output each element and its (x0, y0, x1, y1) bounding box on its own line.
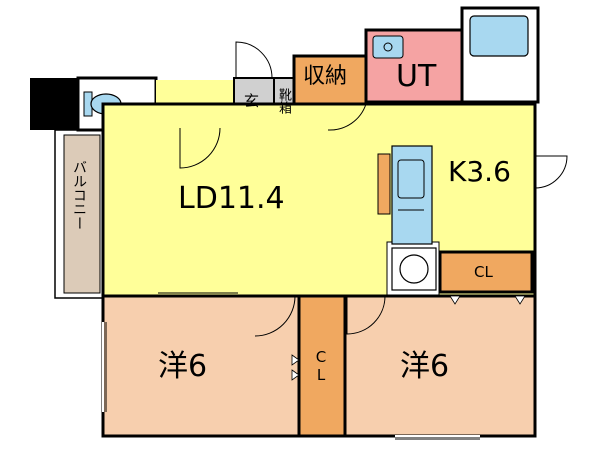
closet-right-door-marker (514, 295, 526, 305)
kitchen-side-door-icon (534, 155, 568, 189)
washer-space (391, 247, 437, 291)
room-label-ld: LD11.4 (178, 181, 285, 216)
room-label-closet-right: CL (474, 263, 493, 281)
bathtub-icon (469, 15, 529, 57)
room-label-kitchen: K3.6 (448, 155, 511, 188)
room-label-bedroom-left: 洋6 (158, 349, 208, 384)
room-label-balcony: バルコニー (71, 160, 87, 230)
ld-door-icon (179, 127, 221, 169)
entrance-door-icon (235, 41, 273, 79)
closet-right (438, 250, 534, 294)
room-label-ut: UT (396, 59, 437, 94)
kitchen-sink-icon (397, 159, 425, 199)
closet-door-marker (291, 354, 300, 366)
bedroom-left-door-icon (254, 295, 296, 337)
washer-drain-icon (399, 254, 429, 284)
room-label-shoe-box: 靴箱 (276, 88, 291, 114)
room-label-entrance: 玄 (244, 92, 260, 110)
closet-door-marker (291, 369, 300, 381)
closet-middle (297, 294, 347, 438)
structural-column (30, 78, 78, 130)
room-label-bedroom-right: 洋6 (400, 349, 450, 384)
basin-drain-icon (383, 42, 393, 52)
bedroom-right-door-icon (346, 295, 386, 335)
kitchen-counter-icon (377, 153, 391, 215)
room-label-closet-middle: CL (312, 348, 330, 384)
wash-basin-icon (372, 35, 404, 59)
balcony-floor (63, 134, 101, 294)
room-label-storage: 収納 (303, 64, 348, 89)
storage-door-icon (327, 103, 367, 131)
closet-right-door-marker (449, 295, 461, 305)
